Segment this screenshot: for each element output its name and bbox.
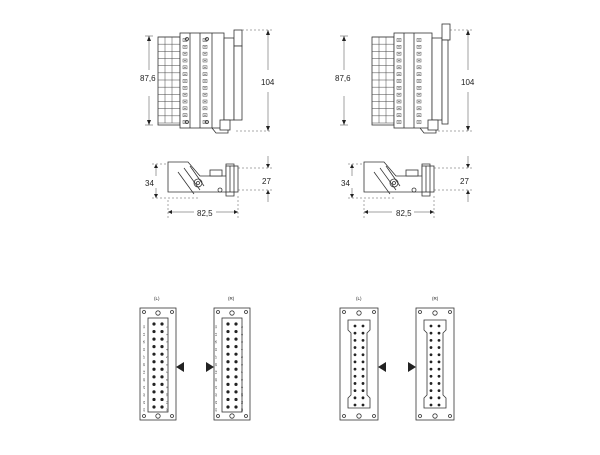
dim-height-104-left: 104 — [261, 78, 275, 87]
insert-label-R-2: (R) — [432, 296, 439, 301]
contact-number: 8 — [240, 379, 244, 381]
contact-number: 1 — [240, 326, 244, 328]
dim-depth-34-right: 34 — [341, 179, 350, 188]
contact-number: 19 — [214, 370, 218, 374]
contact-number: 18 — [214, 363, 218, 367]
dim-height-87-6-right: 87,6 — [335, 74, 351, 83]
contact-number: 17 — [214, 355, 218, 359]
contact-number: 24 — [142, 408, 146, 412]
contact-number: 4 — [240, 348, 244, 350]
contact-number: 2 — [165, 333, 169, 335]
front-view-left: 87,6 104 — [140, 29, 275, 134]
contact-number: 18 — [142, 363, 146, 367]
contact-number: 6 — [165, 364, 169, 366]
contact-number: 10 — [240, 393, 244, 397]
dim-depth-27-right: 27 — [460, 177, 469, 186]
contact-number: 16 — [142, 348, 146, 352]
insert-label-R-1: (R) — [228, 296, 235, 301]
contact-number: 17 — [142, 355, 146, 359]
contact-number: 4 — [165, 348, 169, 350]
insert-right-R-2: (R) — [408, 296, 455, 421]
contact-number: 6 — [240, 364, 244, 366]
orientation-arrow-R-1 — [206, 362, 214, 372]
contact-number: 15 — [214, 340, 218, 344]
contact-number: 9 — [240, 386, 244, 388]
contact-number: 19 — [142, 370, 146, 374]
contact-number: 7 — [165, 371, 169, 373]
contact-number: 13 — [214, 325, 218, 329]
contact-number: 14 — [214, 333, 218, 337]
contact-number: 23 — [142, 400, 146, 404]
contact-number: 8 — [165, 379, 169, 381]
contact-number: 5 — [165, 356, 169, 358]
contact-number: 22 — [214, 393, 218, 397]
contact-number: 10 — [165, 393, 169, 397]
dim-height-87-6-left: 87,6 — [140, 74, 156, 83]
contact-number: 3 — [240, 341, 244, 343]
contact-number: 21 — [214, 385, 218, 389]
insert-label-L-1: (L) — [154, 296, 160, 301]
contact-number: 16 — [214, 348, 218, 352]
dim-height-104-right: 104 — [461, 78, 475, 87]
contact-number: 21 — [142, 385, 146, 389]
orientation-arrow-L-2 — [378, 362, 386, 372]
dim-width-82-5-left: 82,5 — [197, 209, 213, 218]
insert-left-L-2: (L) — [339, 296, 386, 421]
orientation-arrow-R-2 — [408, 362, 416, 372]
contact-number: 9 — [165, 386, 169, 388]
contact-number: 12 — [165, 408, 169, 412]
contact-number: 23 — [214, 400, 218, 404]
contact-number: 13 — [142, 325, 146, 329]
dim-width-82-5-right: 82,5 — [396, 209, 412, 218]
side-view-left: 34 27 82,5 — [145, 156, 272, 218]
contact-number: 12 — [240, 408, 244, 412]
dim-depth-34-left: 34 — [145, 179, 154, 188]
contact-number: 22 — [142, 393, 146, 397]
contact-number: 15 — [142, 340, 146, 344]
contact-number: 20 — [142, 378, 146, 382]
contact-number: 11 — [240, 401, 244, 404]
contact-number: 1 — [165, 326, 169, 328]
contact-number: 7 — [240, 371, 244, 373]
contact-number: 14 — [142, 333, 146, 337]
front-view-right: 87,6 104 — [335, 23, 475, 134]
orientation-arrow-L-1 — [176, 362, 184, 372]
contact-number: 11 — [165, 401, 169, 404]
contact-number: 3 — [165, 341, 169, 343]
insert-label-L-2: (L) — [356, 296, 362, 301]
contact-number: 5 — [240, 356, 244, 358]
dim-depth-27-left: 27 — [262, 177, 271, 186]
contact-number: 24 — [214, 408, 218, 412]
contact-number: 2 — [240, 333, 244, 335]
contact-number: 20 — [214, 378, 218, 382]
side-view-right: 34 27 82,5 — [341, 156, 472, 218]
